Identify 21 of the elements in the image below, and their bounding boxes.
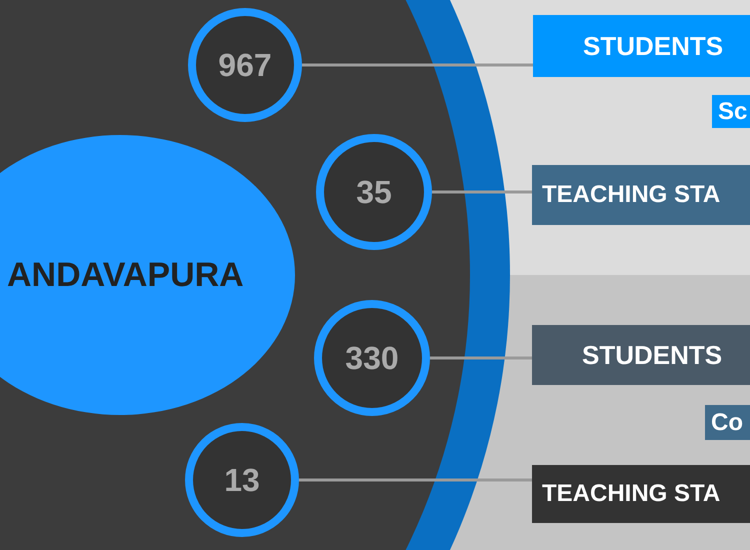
- box-label: TEACHING STA: [542, 480, 720, 508]
- box-label: STUDENTS: [583, 30, 724, 62]
- label-box: [705, 405, 750, 440]
- label-box: [712, 95, 750, 128]
- count-value: 967: [218, 46, 272, 84]
- connector-line: [299, 478, 532, 482]
- connector-line: [302, 64, 533, 66]
- label-box: [532, 165, 750, 225]
- label-box: [532, 465, 750, 523]
- connector-line: [432, 190, 532, 194]
- count-value: 35: [356, 174, 392, 210]
- place-name: ANDAVAPURA: [7, 256, 244, 294]
- label-box: [533, 15, 750, 77]
- box-label: Sc: [718, 98, 748, 126]
- count-value: 330: [345, 340, 399, 376]
- box-label: Co: [711, 408, 743, 436]
- connector-line: [430, 356, 532, 360]
- count-value: 13: [224, 462, 260, 498]
- label-box: [532, 325, 750, 385]
- box-label: TEACHING STA: [542, 181, 720, 209]
- box-label: STUDENTS: [582, 340, 722, 370]
